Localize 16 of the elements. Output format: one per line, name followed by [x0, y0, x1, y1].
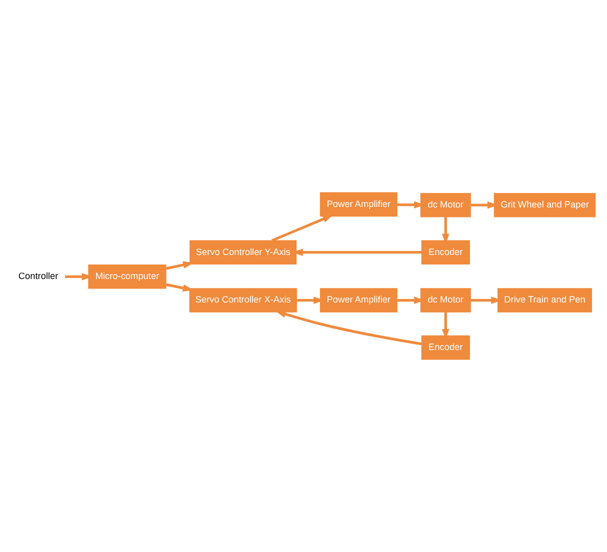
node-box: Servo Controller X-Axis: [189, 288, 297, 312]
node-box: dc Motor: [420, 288, 471, 312]
node-text: Controller: [18, 271, 58, 282]
arrow: [166, 261, 194, 270]
node-box: Encoder: [421, 240, 470, 265]
node-box: Power Amplifier: [320, 288, 398, 312]
node-box: dc Motor: [420, 192, 471, 218]
arrow: [275, 310, 422, 346]
node-box: Power Amplifier: [320, 192, 398, 217]
node-box: Drive Train and Pen: [498, 288, 592, 312]
node-box: Servo Controller Y-Axis: [190, 240, 297, 265]
arrow: [271, 214, 334, 242]
arrow: [166, 283, 194, 292]
node-box: Encoder: [421, 335, 470, 360]
node-box: Micro-computer: [88, 264, 166, 289]
node-box: Grit Wheel and Paper: [494, 192, 596, 218]
